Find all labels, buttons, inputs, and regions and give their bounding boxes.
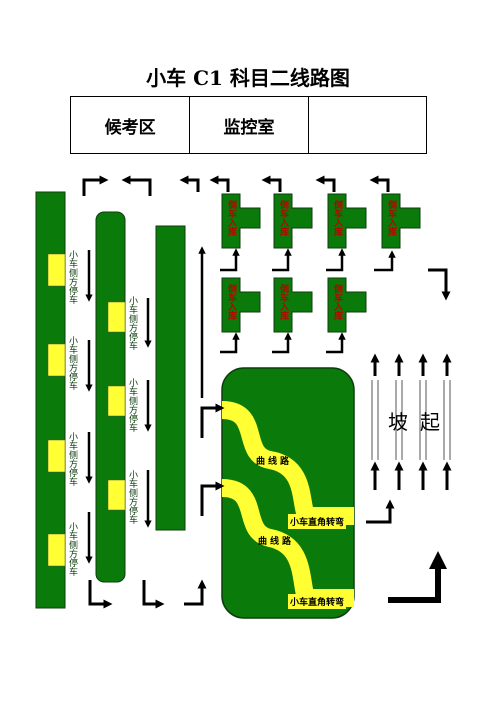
curve-label: 曲线路 (256, 457, 293, 467)
turn-up-arrow-small (366, 499, 395, 524)
side-parking-label: 小车侧方停车 (67, 250, 77, 304)
header-table: 候考区 监控室 (70, 96, 427, 154)
slope-start-label: 坡起 (388, 410, 452, 434)
slope-area (370, 353, 452, 490)
garage-label: 倒车入库 (332, 284, 342, 320)
side-parking-label: 小车侧方停车 (67, 432, 77, 486)
parking-space (47, 533, 66, 567)
parking-space (107, 385, 126, 417)
garage-label: 倒车入库 (278, 284, 288, 320)
curve-road-2 (221, 479, 354, 607)
right-angle-turn-label: 小车直角转弯 (288, 514, 347, 529)
side-parking-label: 小车侧方停车 (127, 470, 137, 524)
curve-label: 曲线路 (258, 537, 295, 547)
garage-entry-arrows (220, 248, 396, 354)
garage-label: 倒车入库 (386, 200, 396, 236)
bottom-turn-arrows (88, 579, 207, 609)
garage-label: 倒车入库 (226, 200, 236, 236)
waiting-area-cell: 候考区 (71, 97, 191, 153)
turn-up-arrow-large (388, 551, 447, 603)
garages (221, 193, 421, 333)
garage-label: 倒车入库 (332, 200, 342, 236)
parking-space (107, 479, 126, 511)
side-parking-label: 小车侧方停车 (127, 378, 137, 432)
turn-down-arrow (428, 268, 451, 301)
parking-space (47, 343, 66, 377)
curve-entry-arrows (200, 403, 225, 516)
side-parking-label: 小车侧方停车 (67, 522, 77, 576)
side-parking-label: 小车侧方停车 (127, 296, 137, 350)
side-parking-lane-3 (155, 225, 186, 531)
curve-road-1 (221, 401, 354, 525)
right-angle-turn-label: 小车直角转弯 (288, 594, 347, 609)
down-arrows (85, 250, 152, 564)
garage-label: 倒车入库 (226, 284, 236, 320)
parking-space (47, 439, 66, 473)
diagram-title: 小车 C1 科目二线路图 (146, 66, 350, 90)
garage-label: 倒车入库 (278, 200, 288, 236)
top-turn-arrows (82, 175, 390, 196)
monitor-room-cell: 监控室 (190, 97, 309, 153)
side-parking-label: 小车侧方停车 (67, 336, 77, 390)
parking-space (47, 253, 66, 287)
parking-space (107, 301, 126, 333)
